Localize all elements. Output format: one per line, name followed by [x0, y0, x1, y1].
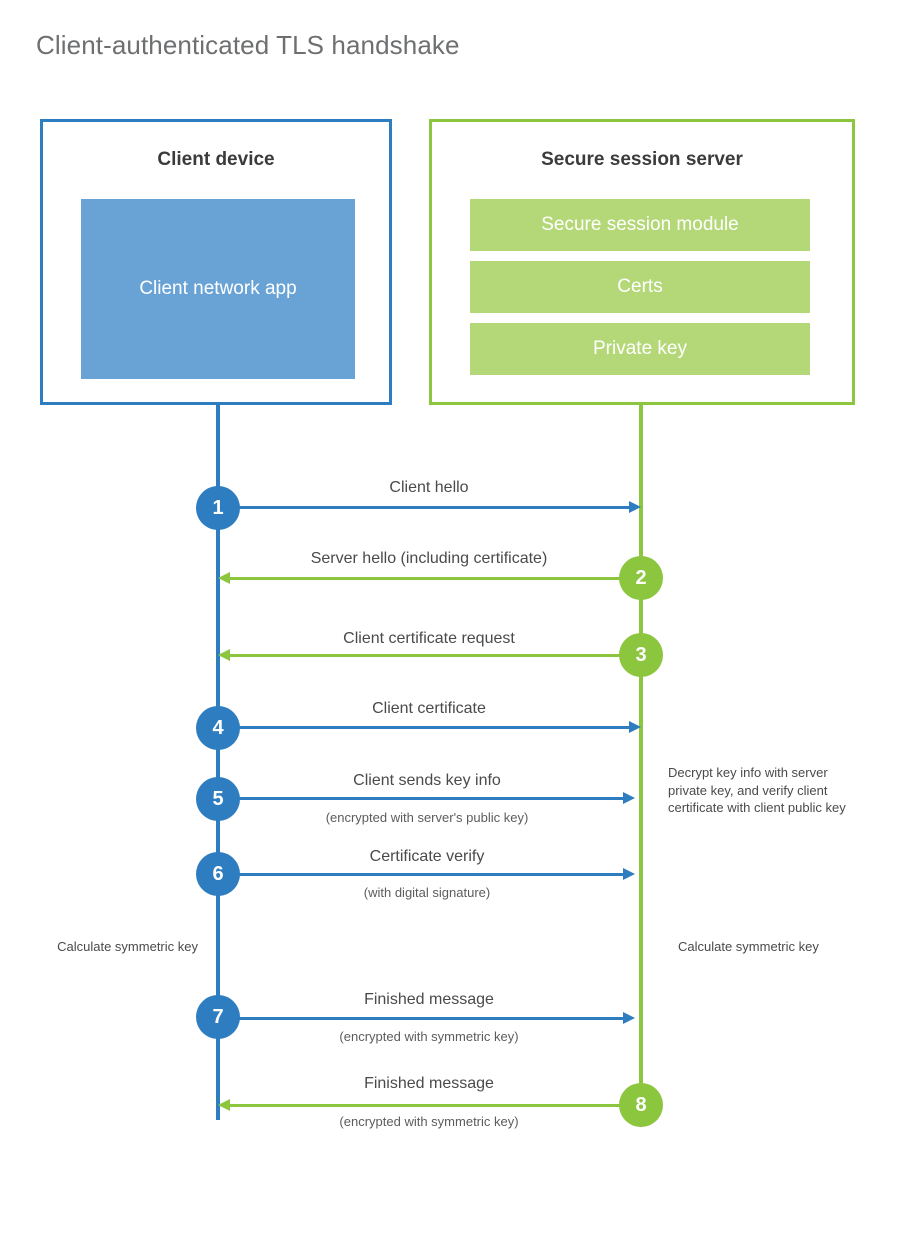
step-2-label: Server hello (including certificate) — [310, 550, 548, 567]
step-8-label: Finished message — [364, 1075, 494, 1092]
arrow-head-icon — [218, 572, 230, 584]
arrow-head-icon — [623, 1012, 635, 1024]
client-calculate-symmetric-key-note: Calculate symmetric key — [57, 939, 198, 954]
step-7-circle[interactable]: 7 — [196, 995, 240, 1039]
client-network-app-block: Client network app — [81, 199, 355, 379]
server-calculate-symmetric-key-note: Calculate symmetric key — [678, 939, 819, 954]
step-6-circle[interactable]: 6 — [196, 852, 240, 896]
step-3-circle[interactable]: 3 — [619, 633, 663, 677]
step-1-circle[interactable]: 1 — [196, 486, 240, 530]
client-device-title: Client device — [157, 149, 275, 170]
step-6-arrow — [218, 868, 635, 880]
server-decrypt-note: Decrypt key info with server private key… — [668, 765, 846, 816]
arrow-head-icon — [218, 649, 230, 661]
step-8-circle[interactable]: 8 — [619, 1083, 663, 1127]
step-5-sublabel: (encrypted with server's public key) — [325, 810, 529, 825]
step-3-arrow — [218, 649, 641, 661]
step-6-sublabel: (with digital signature) — [363, 885, 491, 900]
step-4-arrow — [218, 721, 641, 733]
step-5-label: Client sends key info — [353, 772, 501, 789]
step-2-circle[interactable]: 2 — [619, 556, 663, 600]
arrow-head-icon — [218, 1099, 230, 1111]
secure-session-server-box: Secure session server Secure session mod… — [429, 119, 855, 405]
server-lifeline — [639, 405, 643, 1105]
step-5-circle[interactable]: 5 — [196, 777, 240, 821]
step-1-label: Client hello — [389, 479, 469, 496]
arrow-head-icon — [629, 501, 641, 513]
step-6-label: Certificate verify — [369, 848, 485, 865]
step-8-arrow — [218, 1099, 639, 1111]
step-4-circle[interactable]: 4 — [196, 706, 240, 750]
server-item-certs: Certs — [470, 261, 810, 313]
page-title: Client-authenticated TLS handshake — [36, 30, 460, 60]
server-item-private-key: Private key — [470, 323, 810, 375]
client-lifeline — [216, 405, 220, 1120]
secure-session-server-title: Secure session server — [541, 149, 743, 170]
step-1-arrow — [218, 501, 641, 513]
step-5-arrow — [218, 792, 635, 804]
arrow-head-icon — [623, 792, 635, 804]
step-7-arrow — [218, 1012, 635, 1024]
step-8-sublabel: (encrypted with symmetric key) — [339, 1114, 519, 1129]
step-2-arrow — [218, 572, 641, 584]
arrow-head-icon — [629, 721, 641, 733]
step-3-label: Client certificate request — [343, 630, 515, 647]
server-item-secure-session-module: Secure session module — [470, 199, 810, 251]
server-component-stack: Secure session module Certs Private key — [470, 199, 810, 375]
arrow-head-icon — [623, 868, 635, 880]
step-7-label: Finished message — [364, 991, 494, 1008]
step-7-sublabel: (encrypted with symmetric key) — [339, 1029, 519, 1044]
client-device-box: Client device Client network app — [40, 119, 392, 405]
step-4-label: Client certificate — [372, 700, 486, 717]
